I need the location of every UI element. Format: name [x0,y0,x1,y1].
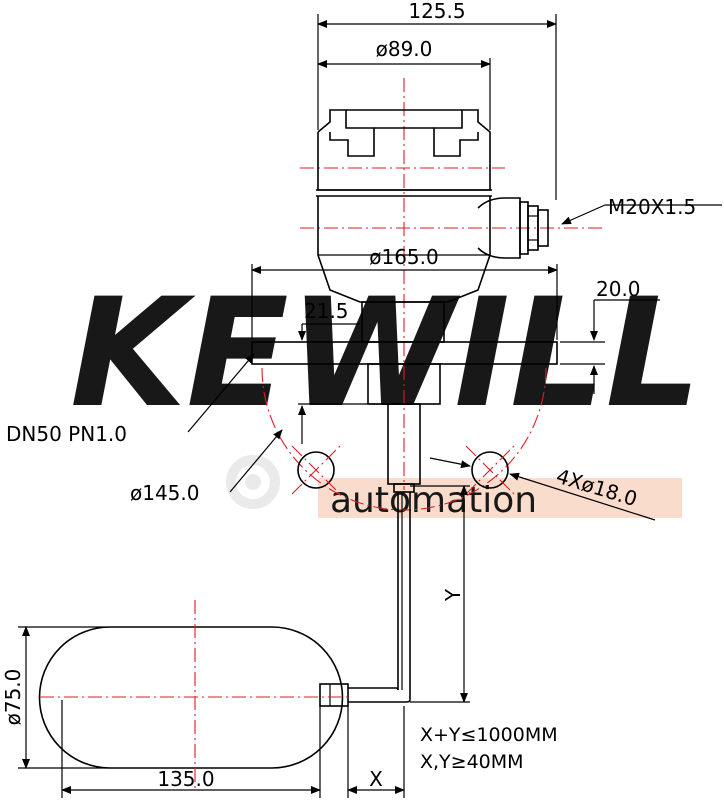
dim-flange-diameter: ø165.0 [251,245,558,340]
label-neck-offset: 21.5 [304,299,349,323]
bolt-hole-left [291,445,341,495]
flange-assembly [251,301,558,493]
note-sum-limit: X+Y≤1000MM [420,724,558,746]
dim-flange-rating: DN50 PN1.0 [6,353,255,446]
label-arm-length: X [369,767,383,791]
label-overall-width: 125.5 [408,0,465,23]
label-thread: M20X1.5 [608,195,696,219]
dim-thread: M20X1.5 [561,195,722,225]
label-bolt-circle: ø145.0 [130,481,200,505]
dim-rod-length: Y [410,485,470,703]
cable-gland [477,197,549,259]
dim-neck-offset: 21.5 [298,299,386,444]
label-float-length: 135.0 [157,767,214,791]
watermark-gear-icon [226,455,280,509]
bolt-hole-right [465,445,515,495]
dim-float-length: 135.0 [61,700,321,798]
dim-float-diameter: ø75.0 [1,626,108,769]
watermark-sub: automation [330,480,537,521]
dim-overall-width: 125.5 [317,0,557,200]
watermark: KEWILL automation [70,267,701,521]
label-rod-length: Y [441,588,465,602]
watermark-brand: KEWILL [70,267,701,441]
dim-flange-thickness: 20.0 [560,277,660,394]
stem-rod [348,492,411,703]
dim-housing-diameter: ø89.0 [317,37,491,130]
float-ball [38,600,350,790]
label-flange-thickness: 20.0 [596,277,641,301]
note-min-limit: X,Y≥40MM [420,751,524,773]
label-flange-rating: DN50 PN1.0 [6,422,127,446]
label-float-diameter: ø75.0 [1,669,25,726]
dim-arm-length: X [347,706,405,798]
label-flange-diameter: ø165.0 [369,245,439,269]
housing [316,109,492,303]
dim-bolt-circle: ø145.0 [130,429,283,505]
label-housing-diameter: ø89.0 [376,37,433,61]
